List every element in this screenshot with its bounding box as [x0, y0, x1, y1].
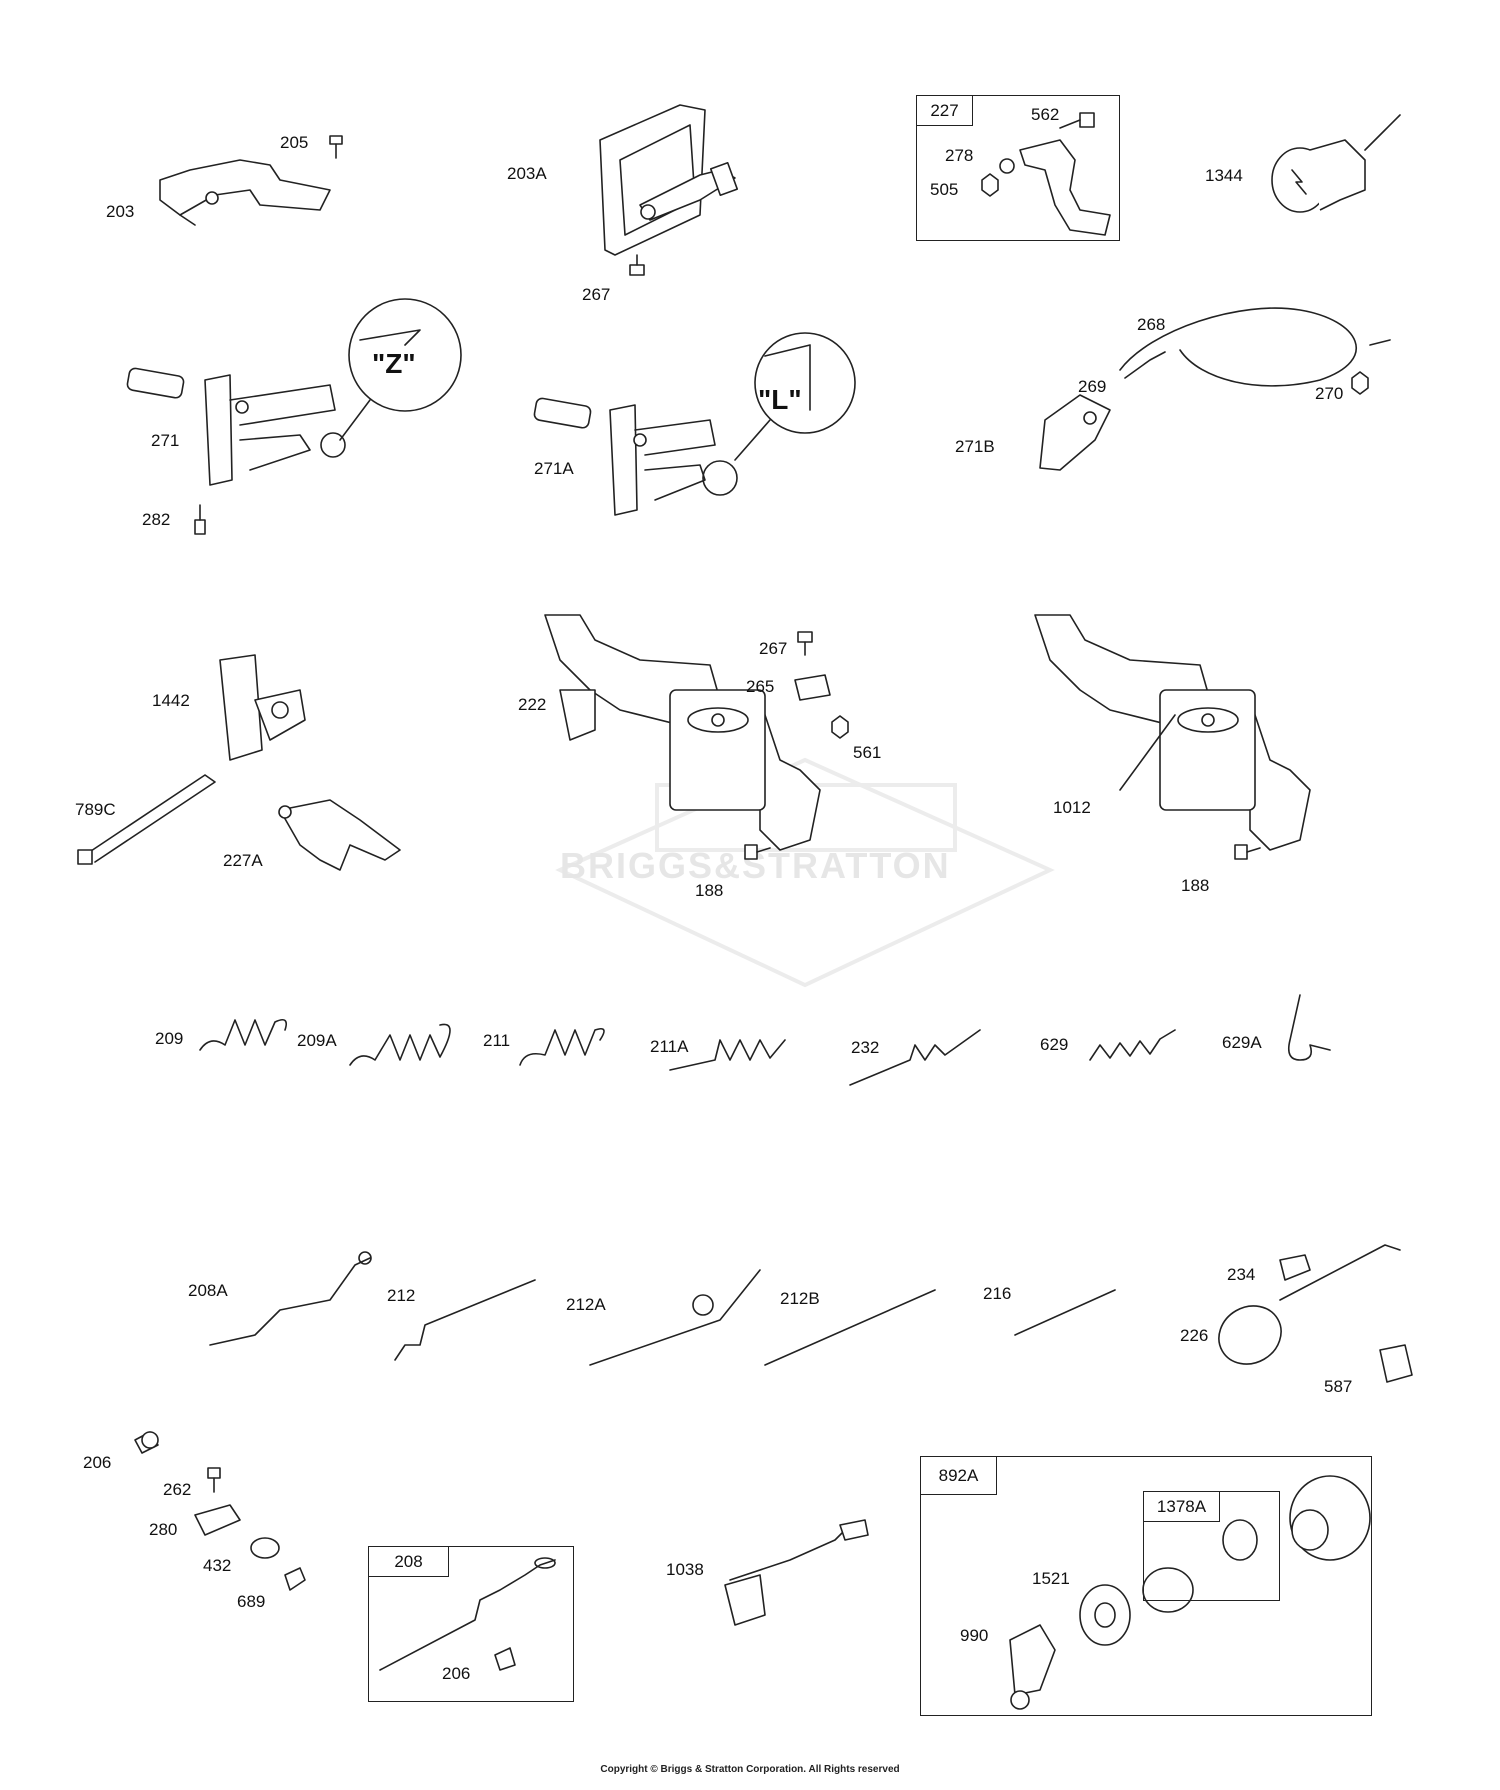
rods-row [209, 1244, 1413, 1383]
part-188-bolt-b [1234, 844, 1261, 860]
part-label: 211A [650, 1037, 689, 1056]
part-label: 206 [442, 1664, 471, 1683]
part-label: 212A [566, 1295, 606, 1314]
box-208-frame [368, 1546, 574, 1702]
part-label: 1038 [666, 1560, 704, 1579]
lower-small-parts [134, 1431, 306, 1591]
part-label: 271B [955, 437, 995, 456]
part-label: 209 [155, 1029, 184, 1048]
box-227-tag: 227 [917, 96, 973, 126]
box-208-tag: 208 [369, 1547, 449, 1577]
copyright-text: Copyright © Briggs & Stratton Corporatio… [600, 1764, 900, 1775]
part-label: 1442 [152, 691, 190, 710]
detail-l-circle [702, 332, 856, 496]
part-label: 280 [149, 1520, 178, 1539]
part-789C-link [77, 774, 216, 865]
part-label: 689 [237, 1592, 266, 1611]
detail-z-label: "Z" [372, 348, 416, 379]
part-label: 268 [1137, 315, 1166, 334]
part-label: 265 [746, 677, 775, 696]
part-1344-knob [1271, 114, 1401, 213]
part-label: 278 [945, 146, 974, 165]
part-label: 270 [1315, 384, 1344, 403]
part-label: 629A [1222, 1033, 1262, 1052]
part-203-bracket [159, 159, 331, 226]
part-label: 205 [280, 133, 309, 152]
part-227-group [981, 112, 1111, 236]
part-label: 206 [83, 1453, 112, 1472]
part-label: 1521 [1032, 1569, 1070, 1588]
part-label: 789C [75, 800, 116, 819]
part-label: 269 [1078, 377, 1107, 396]
part-label: 562 [1031, 105, 1060, 124]
part-label: 188 [1181, 876, 1210, 895]
part-268-cable [1119, 307, 1391, 387]
part-label: 267 [759, 639, 788, 658]
part-label: 505 [930, 180, 959, 199]
part-label: 203 [106, 202, 135, 221]
part-label: 267 [582, 285, 611, 304]
part-label: 262 [163, 1480, 192, 1499]
detail-l-label: "L" [758, 384, 802, 415]
part-label: 629 [1040, 1035, 1069, 1054]
box-892A-tag: 892A [921, 1457, 997, 1495]
part-label: 232 [851, 1038, 880, 1057]
box-892A-frame [920, 1456, 1372, 1716]
part-label: 271 [151, 431, 180, 450]
part-1012-bracket [1034, 614, 1311, 851]
detail-z-circle [320, 298, 462, 458]
part-892A-group [1009, 1475, 1371, 1710]
part-222-bracket [544, 614, 821, 851]
part-label: 208A [188, 1281, 228, 1300]
part-265-clip [794, 674, 831, 701]
part-203A-plate [599, 104, 739, 256]
part-label: 216 [983, 1284, 1012, 1303]
part-1442-governor [219, 654, 306, 761]
part-267-bolt-b [797, 631, 813, 656]
part-label: 282 [142, 510, 171, 529]
part-label: 587 [1324, 1377, 1353, 1396]
part-208-rod [379, 1557, 556, 1671]
box-1378A-tag: 1378A [1144, 1492, 1220, 1522]
part-188-bolt-a [744, 844, 771, 860]
part-label: 234 [1227, 1265, 1256, 1284]
part-label: 212 [387, 1286, 416, 1305]
part-label: 561 [853, 743, 882, 762]
box-1378A-frame [1143, 1491, 1280, 1601]
part-label: 1012 [1053, 798, 1091, 817]
part-label: 990 [960, 1626, 989, 1645]
part-270-nut [1351, 371, 1369, 395]
part-271A-lever [533, 397, 716, 516]
part-267-bolt-a [629, 254, 645, 276]
part-label: 188 [695, 881, 724, 900]
part-label: 432 [203, 1556, 232, 1575]
part-label: 1344 [1205, 166, 1243, 185]
part-label: 271A [534, 459, 574, 478]
part-227A-lever [278, 799, 401, 871]
springs-row [199, 994, 1331, 1086]
part-label: 212B [780, 1289, 820, 1308]
part-label: 226 [1180, 1326, 1209, 1345]
box-227-frame [916, 95, 1120, 241]
part-271B-lever [1039, 394, 1111, 471]
part-label: 203A [507, 164, 547, 183]
part-label: 227A [223, 851, 263, 870]
part-1038-bracket [724, 1519, 869, 1626]
part-561-nut [831, 715, 849, 739]
part-271-lever [126, 367, 336, 535]
part-label: 211 [483, 1031, 511, 1050]
part-205-bolt [329, 135, 343, 159]
part-label: 222 [518, 695, 547, 714]
part-label: 209A [297, 1031, 337, 1050]
